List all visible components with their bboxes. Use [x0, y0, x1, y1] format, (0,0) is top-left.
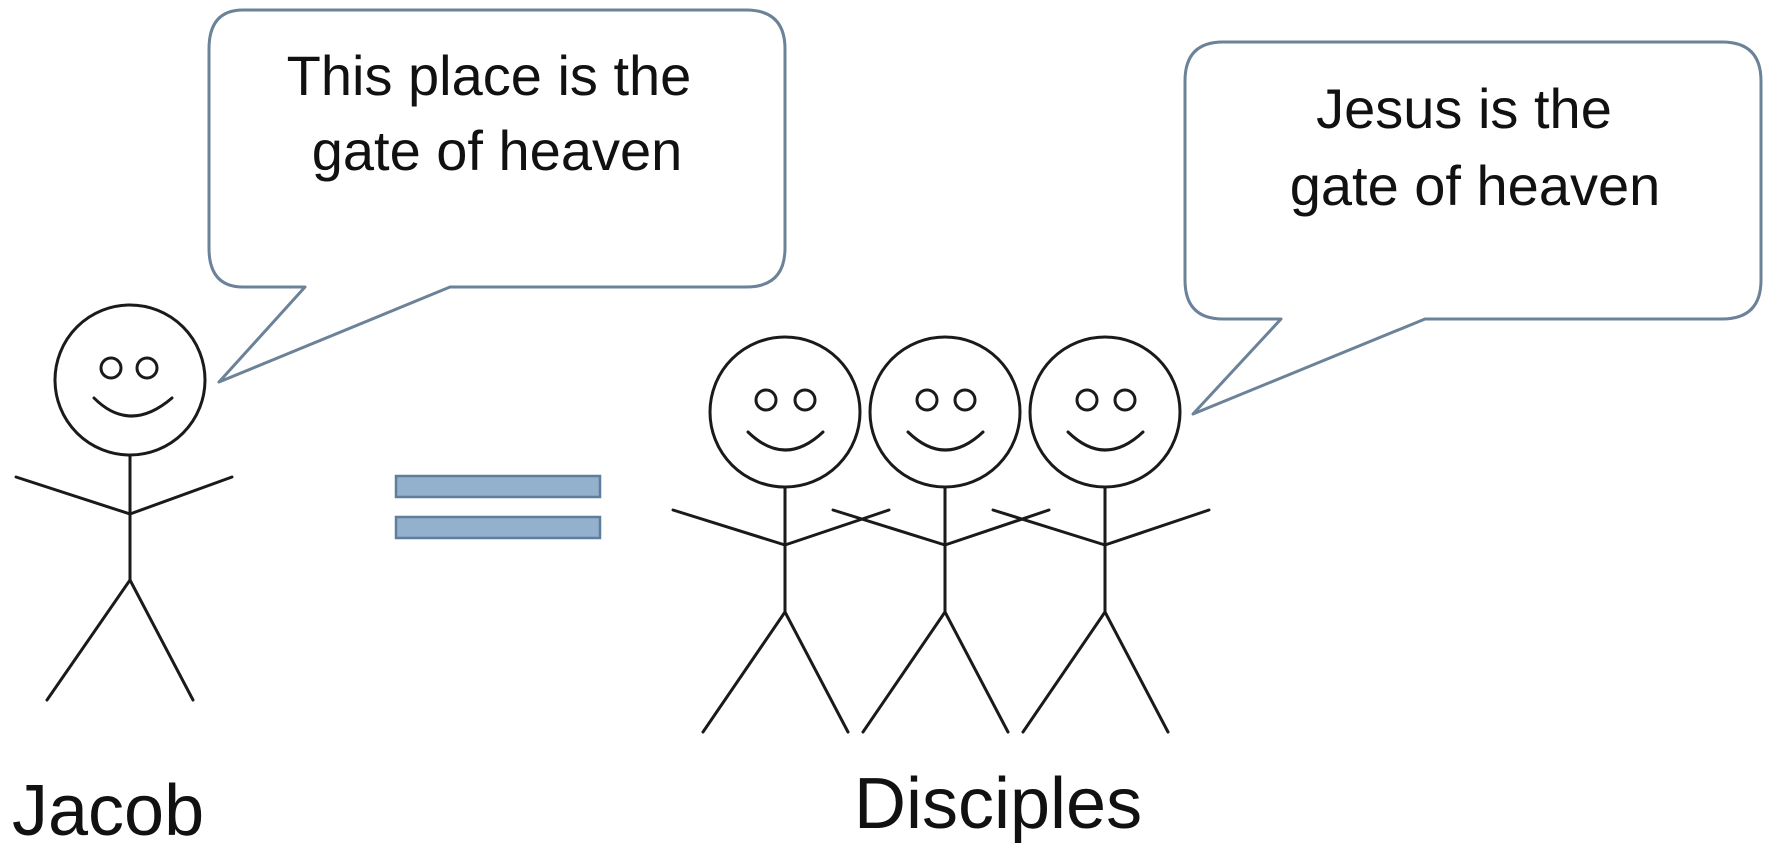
disciple-1-right-leg: [783, 610, 850, 734]
disciple-3-left-leg: [1021, 610, 1107, 734]
jacob-left-leg: [45, 578, 132, 702]
disciple-3-smile: [1066, 430, 1145, 452]
disciple-1-head: [708, 335, 862, 489]
jacob-left-eye: [99, 356, 123, 380]
speech-bubble-jacob-line2: gate of heaven: [312, 119, 683, 182]
speech-bubble-jacob-shape: [207, 8, 787, 384]
speech-bubble-jacob: This place is the gate of heaven: [207, 8, 787, 384]
speech-bubble-jacob-line1: This place is the: [287, 44, 692, 107]
jacob-left-arm: [14, 475, 132, 516]
label-jacob: Jacob: [12, 771, 204, 844]
stick-figure-disciple-1: [671, 335, 891, 734]
stick-figure-jacob: [14, 303, 234, 702]
stick-figure-disciple-2: [831, 335, 1051, 734]
stick-figure-disciple-3: [991, 335, 1211, 734]
disciple-3-right-leg: [1103, 610, 1170, 734]
jacob-right-eye: [135, 356, 159, 380]
speech-bubble-disciples-shape: [1183, 40, 1763, 416]
disciple-2-right-leg: [943, 610, 1010, 734]
speech-bubble-disciples-line2: gate of heaven: [1290, 154, 1661, 217]
disciple-3-left-eye: [1075, 388, 1099, 412]
disciple-2-left-leg: [861, 610, 947, 734]
disciple-2-right-arm: [943, 508, 1051, 547]
speech-bubble-disciples-line1: Jesus is the: [1316, 77, 1612, 140]
disciple-1-smile: [746, 430, 825, 452]
disciple-3-right-arm: [1103, 508, 1211, 547]
stick-figures-disciples: [671, 335, 1211, 734]
disciple-1-left-eye: [754, 388, 778, 412]
disciple-3-head: [1028, 335, 1182, 489]
disciple-1-right-eye: [793, 388, 817, 412]
disciple-2-left-arm: [831, 508, 947, 547]
label-disciples: Disciples: [854, 764, 1142, 844]
disciple-2-smile: [906, 430, 985, 452]
disciple-1-right-arm: [783, 508, 891, 547]
equals-bar-top: [394, 474, 602, 499]
equals-sign: [394, 474, 602, 540]
disciple-3-left-arm: [991, 508, 1107, 547]
disciple-2-right-eye: [953, 388, 977, 412]
speech-bubble-disciples: Jesus is the gate of heaven: [1183, 40, 1763, 416]
jacob-right-arm: [128, 475, 234, 516]
disciple-2-left-eye: [915, 388, 939, 412]
jacob-head: [53, 303, 207, 457]
jacob-smile: [92, 396, 174, 418]
disciple-1-left-leg: [701, 610, 787, 734]
disciple-1-left-arm: [671, 508, 787, 547]
disciple-3-right-eye: [1113, 388, 1137, 412]
disciple-2-head: [868, 335, 1022, 489]
equals-bar-bottom: [394, 515, 602, 540]
jacob-right-leg: [128, 578, 195, 702]
